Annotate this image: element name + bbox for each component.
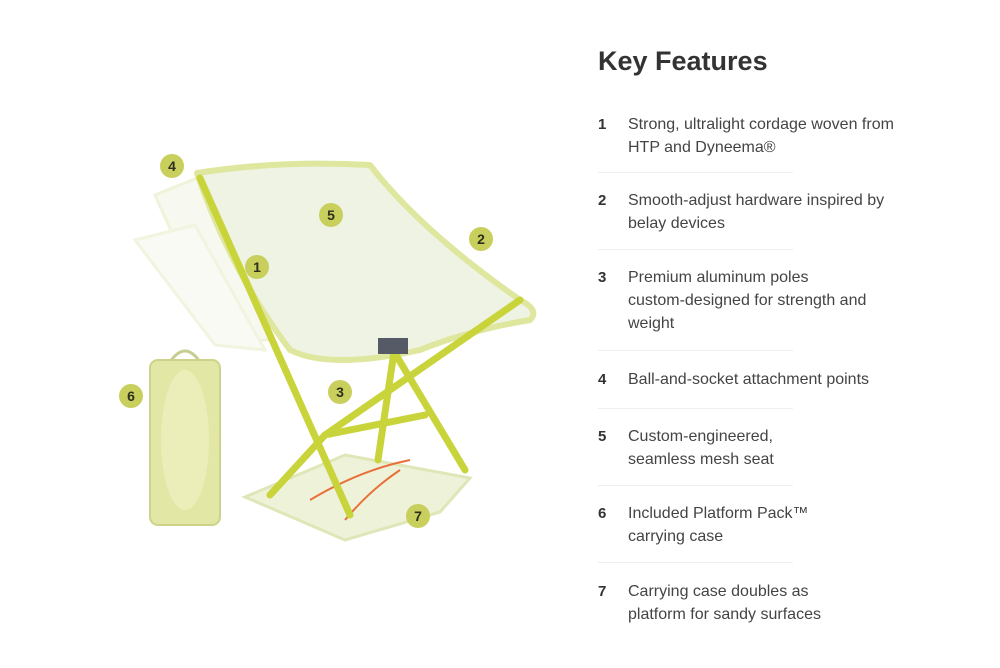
- feature-text: Carrying case doubles as platform for sa…: [628, 583, 821, 623]
- chair-illustration: [132, 160, 537, 542]
- feature-text: Ball-and-socket attachment points: [628, 371, 870, 388]
- feature-number: 6: [598, 505, 607, 522]
- aluminum-poles: [196, 174, 524, 519]
- feature-text: Smooth-adjust hardware inspired by belay…: [628, 192, 885, 232]
- feature-number: 1: [598, 116, 607, 133]
- divider: [598, 249, 793, 250]
- platform: [241, 453, 473, 542]
- carrying-case-handle: [168, 349, 202, 363]
- feature-number: 4: [598, 371, 607, 388]
- feature-number: 3: [598, 269, 607, 286]
- callout-badge-5: 5: [319, 203, 343, 227]
- feature-number: 2: [598, 192, 607, 209]
- mesh-seat: [194, 160, 537, 363]
- divider: [598, 562, 793, 563]
- divider: [598, 350, 793, 351]
- callout-badge-6: 6: [119, 384, 143, 408]
- callout-badge-2: 2: [469, 227, 493, 251]
- reclined-seat-ghost: [132, 173, 273, 352]
- feature-text: Premium aluminum poles custom-designed f…: [628, 269, 867, 332]
- page-title: Key Features: [598, 46, 768, 76]
- callout-badge-1: 1: [245, 255, 269, 279]
- feature-text: Included Platform Pack™ carrying case: [628, 505, 809, 545]
- callout-badge-3: 3: [328, 380, 352, 404]
- feature-number: 5: [598, 428, 607, 445]
- callout-badge-7: 7: [406, 504, 430, 528]
- callout-badge-4: 4: [160, 154, 184, 178]
- divider: [598, 408, 793, 409]
- feature-text: Strong, ultralight cordage woven from HT…: [628, 116, 894, 156]
- divider: [598, 172, 793, 173]
- divider: [598, 485, 793, 486]
- feature-text: Custom-engineered, seamless mesh seat: [628, 428, 774, 468]
- hub: [378, 338, 408, 354]
- feature-number: 7: [598, 583, 607, 600]
